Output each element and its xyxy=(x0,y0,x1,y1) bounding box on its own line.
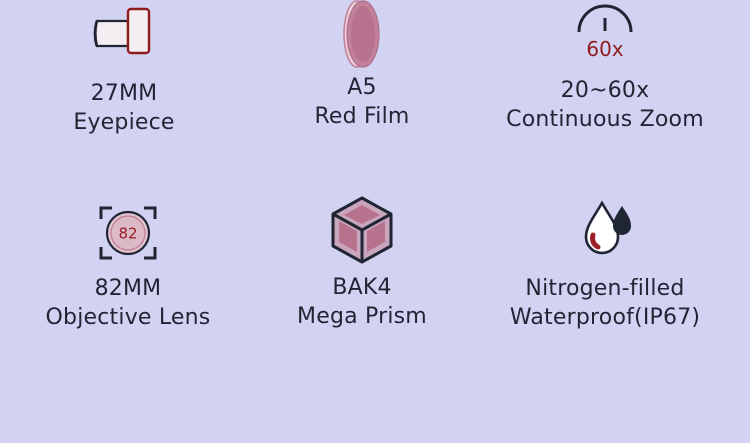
feature-title: 82MM xyxy=(94,276,162,301)
objective-lens-icon: 82 xyxy=(99,206,157,260)
zoom-value-text: 60x xyxy=(586,37,623,61)
feature-subtitle: Eyepiece xyxy=(73,110,175,135)
feature-objective-lens: 82 82MM Objective Lens xyxy=(24,196,232,346)
feature-waterproof: Nitrogen-filled Waterproof(IP67) xyxy=(485,196,725,346)
red-film-icon xyxy=(343,0,380,68)
feature-subtitle: Waterproof(IP67) xyxy=(509,305,701,330)
feature-title: 27MM xyxy=(90,81,158,106)
feature-mega-prism: BAK4 Mega Prism xyxy=(262,196,462,346)
feature-continuous-zoom: 60x 20~60x Continuous Zoom xyxy=(485,0,725,150)
feature-title: Nitrogen-filled xyxy=(525,276,685,301)
feature-title: A5 xyxy=(347,75,377,100)
feature-subtitle: Mega Prism xyxy=(297,304,427,329)
feature-subtitle: Objective Lens xyxy=(45,305,211,330)
lens-size-text: 82 xyxy=(118,225,137,243)
feature-subtitle: Red Film xyxy=(314,104,410,129)
water-drops-icon xyxy=(584,200,631,255)
eyepiece-icon xyxy=(93,7,151,55)
feature-title: 20~60x xyxy=(560,78,650,103)
feature-subtitle: Continuous Zoom xyxy=(506,107,704,132)
feature-eyepiece: 27MM Eyepiece xyxy=(24,0,224,150)
zoom-dial-icon: 60x xyxy=(577,4,633,61)
feature-red-film: A5 Red Film xyxy=(262,0,462,150)
prism-cube-icon xyxy=(331,196,393,264)
feature-title: BAK4 xyxy=(332,275,392,300)
